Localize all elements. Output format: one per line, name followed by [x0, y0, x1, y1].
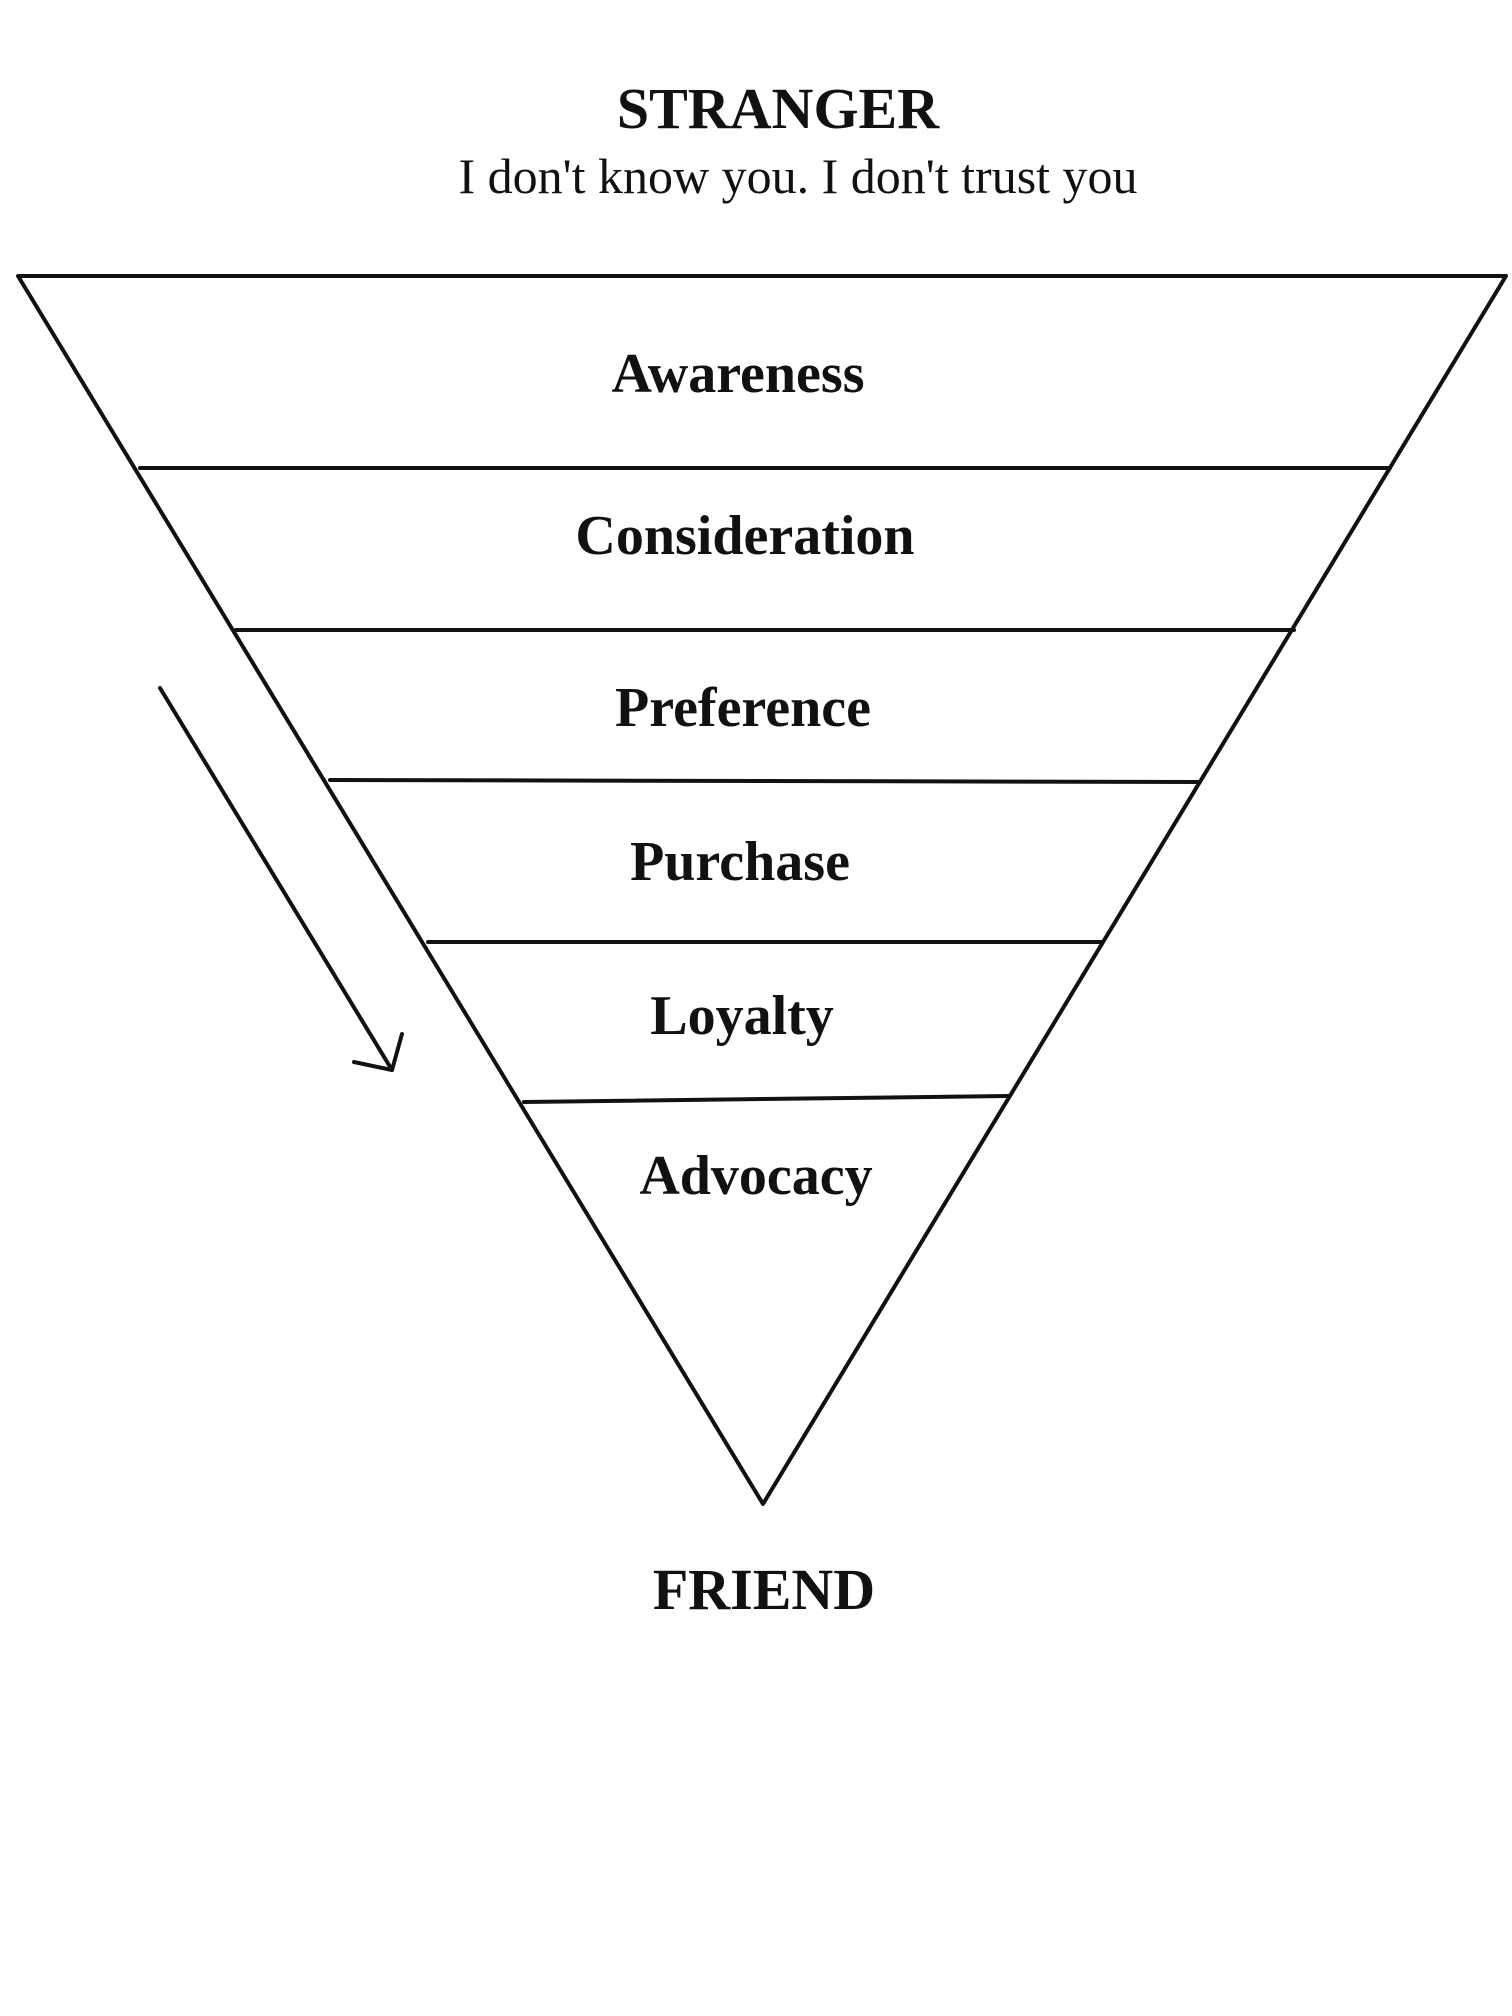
- stage-awareness: Awareness: [611, 343, 864, 405]
- stage-advocacy: Advocacy: [639, 1145, 872, 1207]
- friend-title: FRIEND: [653, 1557, 875, 1622]
- stage-consideration: Consideration: [575, 505, 914, 567]
- funnel-outline: [16, 274, 1508, 1506]
- stage-purchase: Purchase: [630, 831, 850, 893]
- stranger-title: STRANGER: [617, 76, 940, 141]
- stage-divider: [328, 778, 1200, 784]
- arrow-down-right-icon: [158, 686, 404, 1072]
- stage-divider: [522, 1094, 1010, 1104]
- stage-preference: Preference: [615, 677, 871, 739]
- stage-loyalty: Loyalty: [650, 985, 834, 1047]
- stranger-subtitle: I don't know you. I don't trust you: [458, 148, 1137, 204]
